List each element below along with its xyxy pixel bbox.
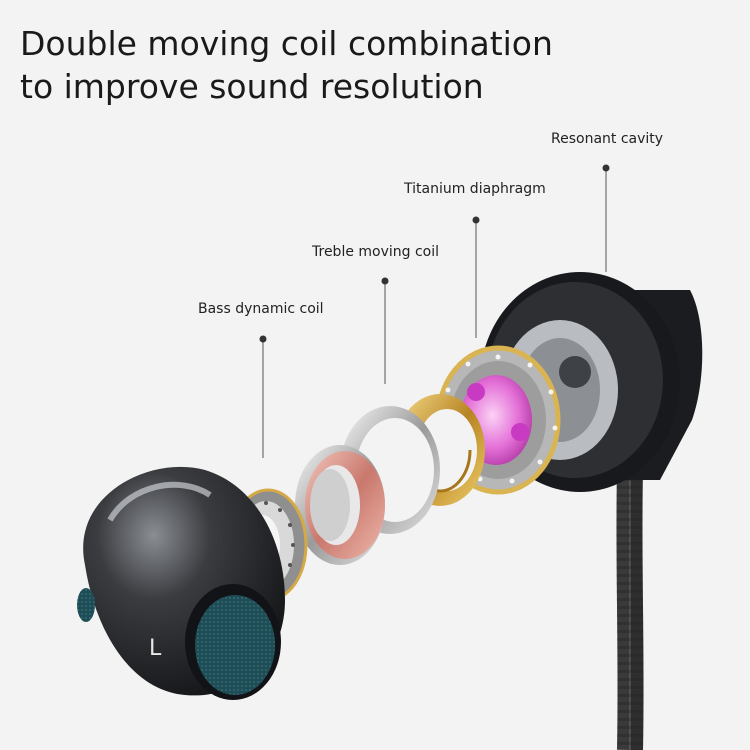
callout-bass-dynamic-coil: Bass dynamic coil bbox=[198, 301, 324, 317]
callout-treble-moving-coil: Treble moving coil bbox=[312, 244, 440, 260]
callout-titanium-diaphragm: Titanium diaphragm bbox=[404, 181, 546, 197]
headline-line-1: Double moving coil combination bbox=[20, 24, 553, 63]
callout-resonant-cavity: Resonant cavity bbox=[551, 131, 664, 147]
rose-gold-ring-bass-coil bbox=[295, 445, 385, 565]
earbud-side-mark: L bbox=[149, 636, 162, 661]
headline: Double moving coil combination to improv… bbox=[20, 22, 553, 108]
callout-leader-lines bbox=[262, 168, 607, 458]
cable bbox=[616, 469, 644, 750]
headline-line-2: to improve sound resolution bbox=[20, 67, 484, 106]
callout-dots bbox=[259, 164, 610, 343]
earbud-shell bbox=[77, 466, 285, 700]
